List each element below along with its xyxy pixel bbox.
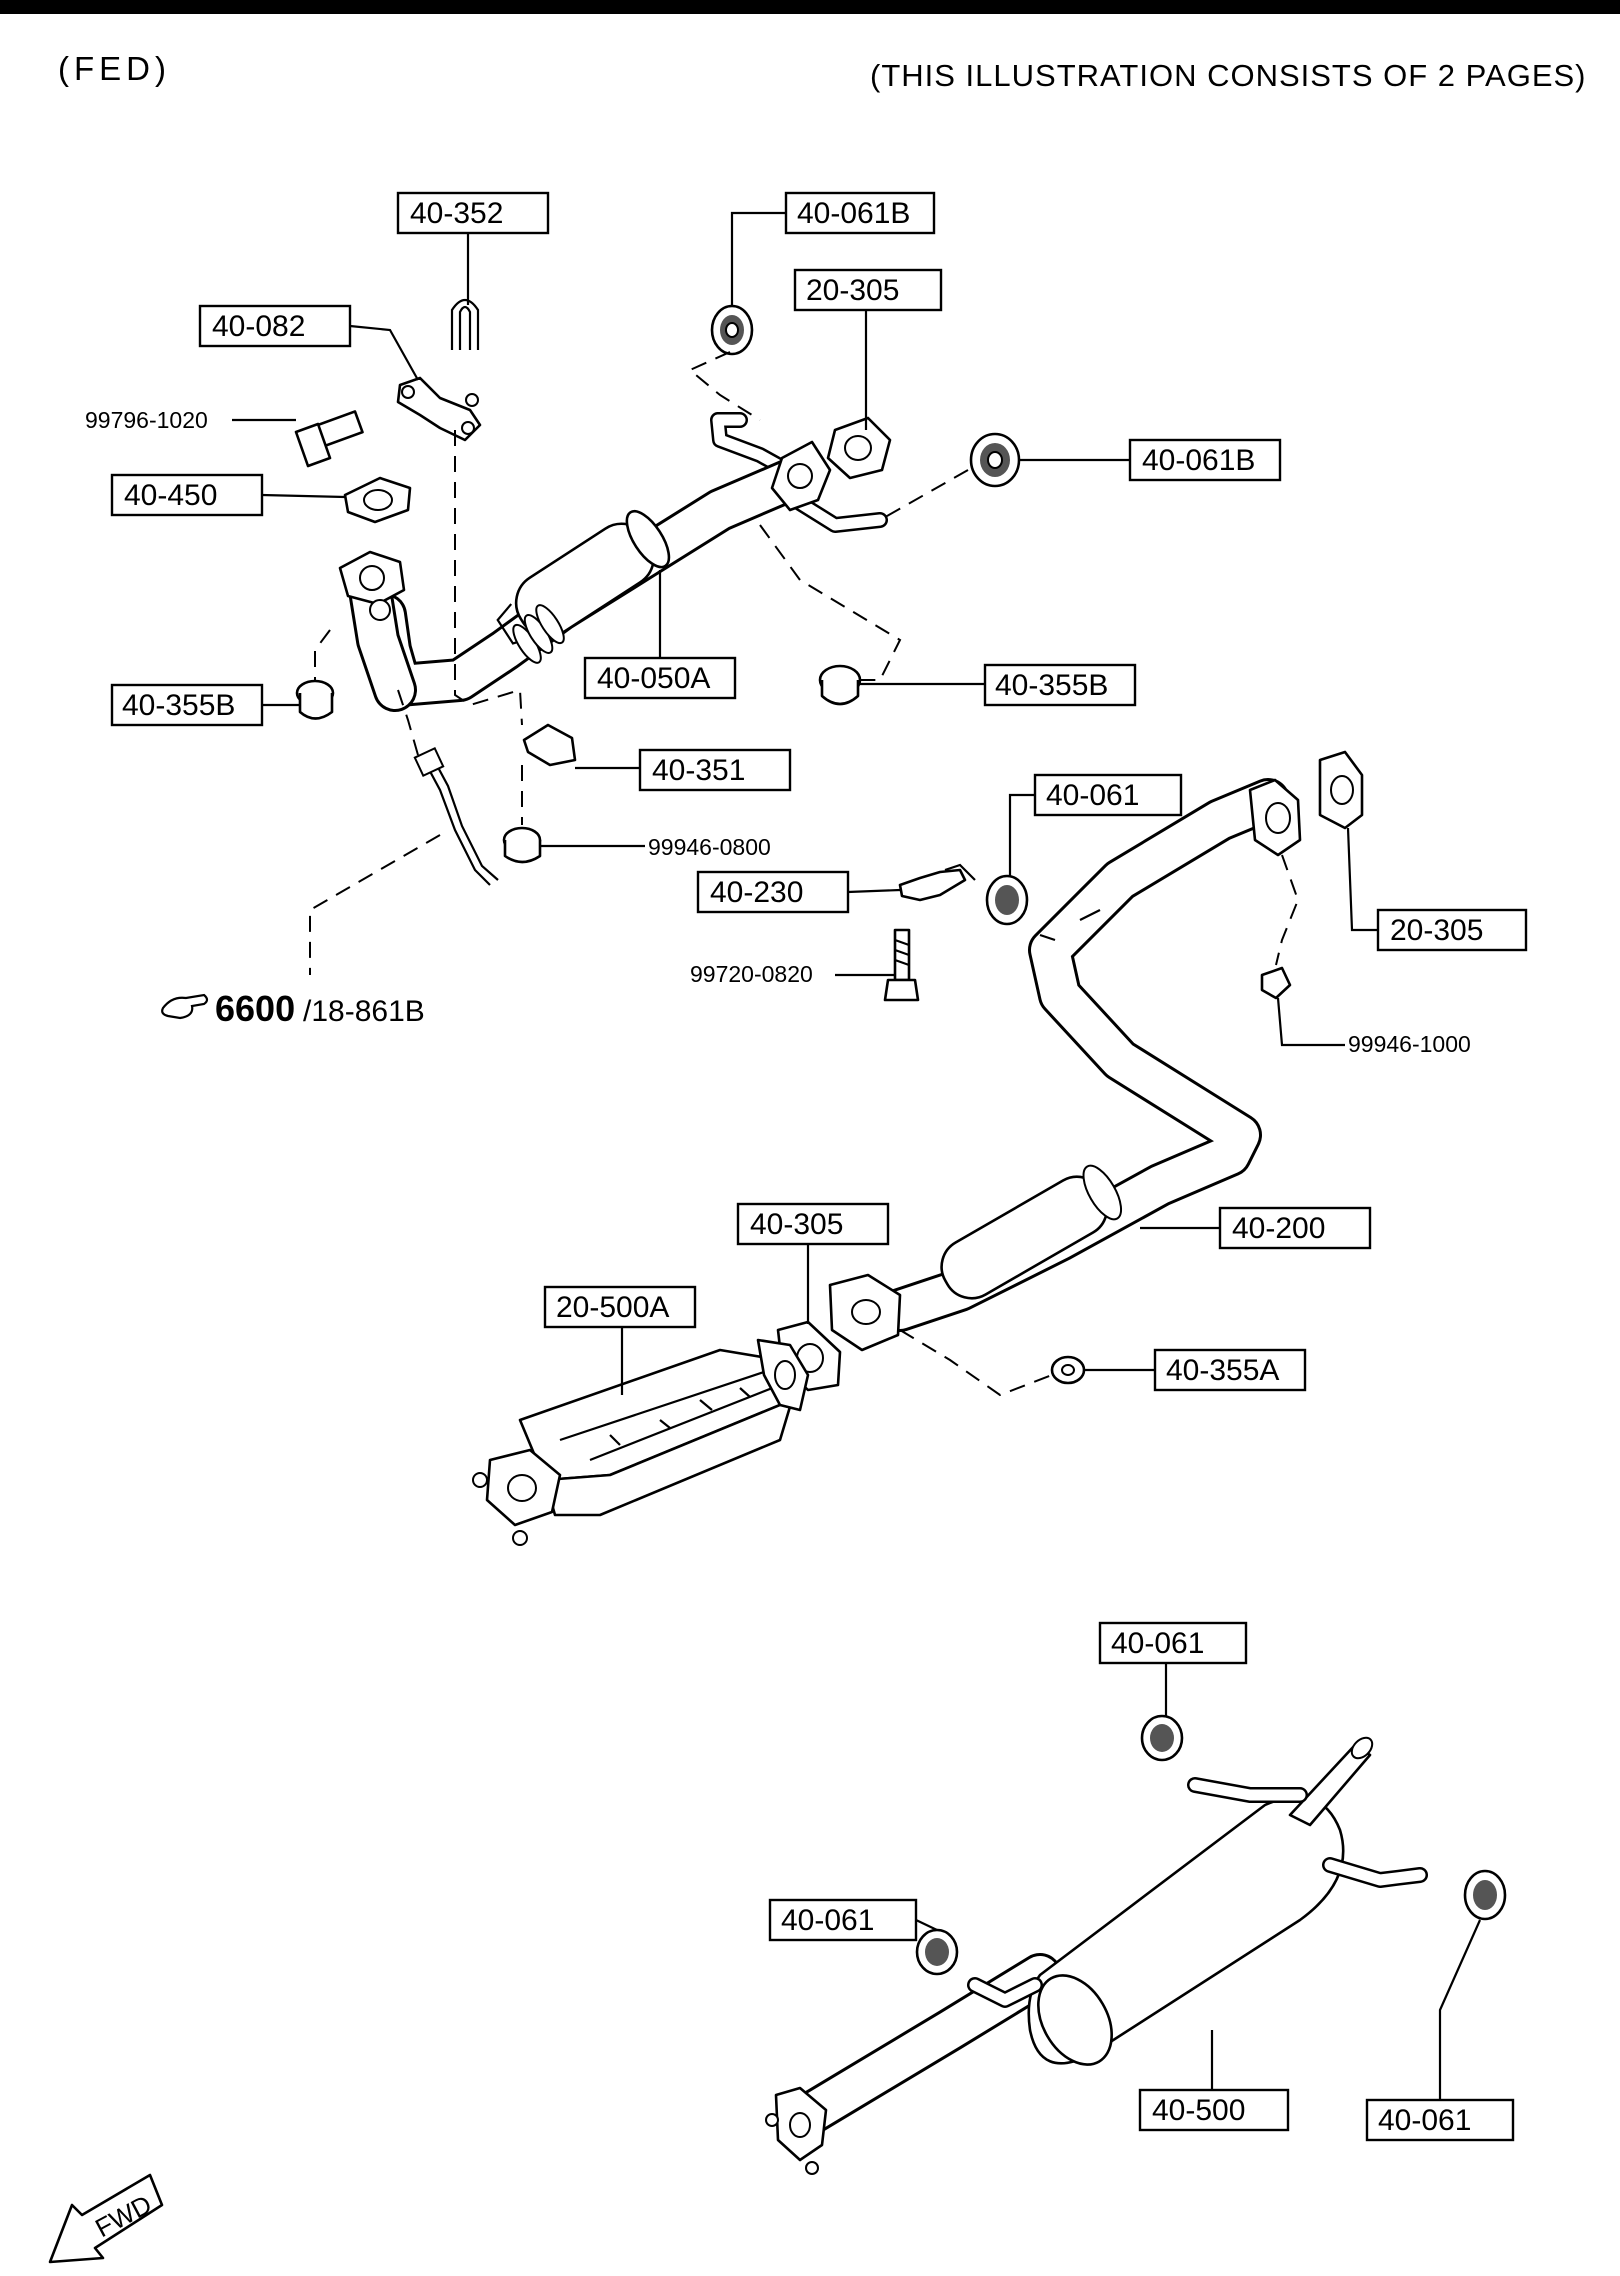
label-99946-0800: 99946-0800: [648, 834, 771, 860]
bolt-part-0820: [883, 928, 920, 1002]
label-40-061-right-muffler: 40-061: [1378, 2104, 1471, 2137]
nut-part-left: [295, 679, 335, 720]
label-40-082: 40-082: [212, 310, 305, 343]
bracket-part-230: [898, 863, 976, 902]
bracket-part: [396, 376, 482, 442]
label-20-305-mid: 20-305: [1390, 914, 1483, 947]
label-99796-1020: 99796-1020: [85, 407, 208, 433]
rubber-hanger-part-mid: [985, 874, 1029, 926]
oxygen-sensor-wire: [413, 746, 499, 886]
label-40-305: 40-305: [750, 1208, 843, 1241]
top-rule: [0, 0, 1620, 14]
pointing-hand-icon: [161, 993, 209, 1020]
clip-part: [522, 723, 577, 767]
label-40-500: 40-500: [1152, 2094, 1245, 2127]
label-40-352: 40-352: [410, 197, 503, 230]
rubber-hanger-muffler-left: [915, 1928, 959, 1976]
label-40-355B-right: 40-355B: [995, 669, 1108, 702]
rubber-hanger-muffler-top: [1140, 1714, 1184, 1762]
label-20-305-top: 20-305: [806, 274, 899, 307]
nut-part-1000: [1260, 966, 1292, 1000]
label-40-061B-right: 40-061B: [1142, 444, 1255, 477]
gasket-part-left: [343, 476, 412, 524]
label-40-061-top-muffler: 40-061: [1111, 1627, 1204, 1660]
reference-code: 6600: [215, 988, 295, 1029]
rubber-hanger-muffler-right: [1463, 1869, 1507, 1921]
label-40-061B-top: 40-061B: [797, 197, 910, 230]
u-clip-part: [450, 298, 480, 350]
nut-part-right: [818, 664, 862, 706]
page-note: (THIS ILLUSTRATION CONSISTS OF 2 PAGES): [870, 58, 1587, 93]
catalytic-converter: [472, 1338, 810, 1546]
reference-page: /18-861B: [303, 995, 425, 1028]
label-40-230: 40-230: [710, 876, 803, 909]
front-pipe-assembly: [338, 412, 888, 712]
label-40-355B-left: 40-355B: [122, 689, 235, 722]
fwd-arrow-icon: [48, 2173, 164, 2264]
label-99720-0820: 99720-0820: [690, 961, 813, 987]
label-40-450: 40-450: [124, 479, 217, 512]
reference-link[interactable]: 6600 /18-861B: [161, 988, 425, 1029]
nut-part-355A: [1050, 1355, 1086, 1385]
nut-part-0800: [502, 826, 542, 864]
label-40-200: 40-200: [1232, 1212, 1325, 1245]
middle-pipe-assembly: [828, 778, 1302, 1352]
gasket-part-mid: [1318, 750, 1364, 830]
variant-label: (FED): [58, 50, 171, 87]
label-99946-1000: 99946-1000: [1348, 1031, 1471, 1057]
label-40-061-mid: 40-061: [1046, 779, 1139, 812]
rubber-hanger-part-top: [710, 304, 754, 356]
muffler-assembly: [765, 1736, 1428, 2175]
bolt-part: [294, 410, 364, 468]
gasket-part-top: [826, 416, 892, 480]
label-20-500A: 20-500A: [556, 1291, 669, 1324]
label-40-061-left-muffler: 40-061: [781, 1904, 874, 1937]
rubber-hanger-part-right: [969, 432, 1021, 488]
label-40-351: 40-351: [652, 754, 745, 787]
forward-arrow: FWD: [48, 2173, 164, 2264]
label-40-050A: 40-050A: [597, 662, 710, 695]
label-40-355A: 40-355A: [1166, 1354, 1279, 1387]
